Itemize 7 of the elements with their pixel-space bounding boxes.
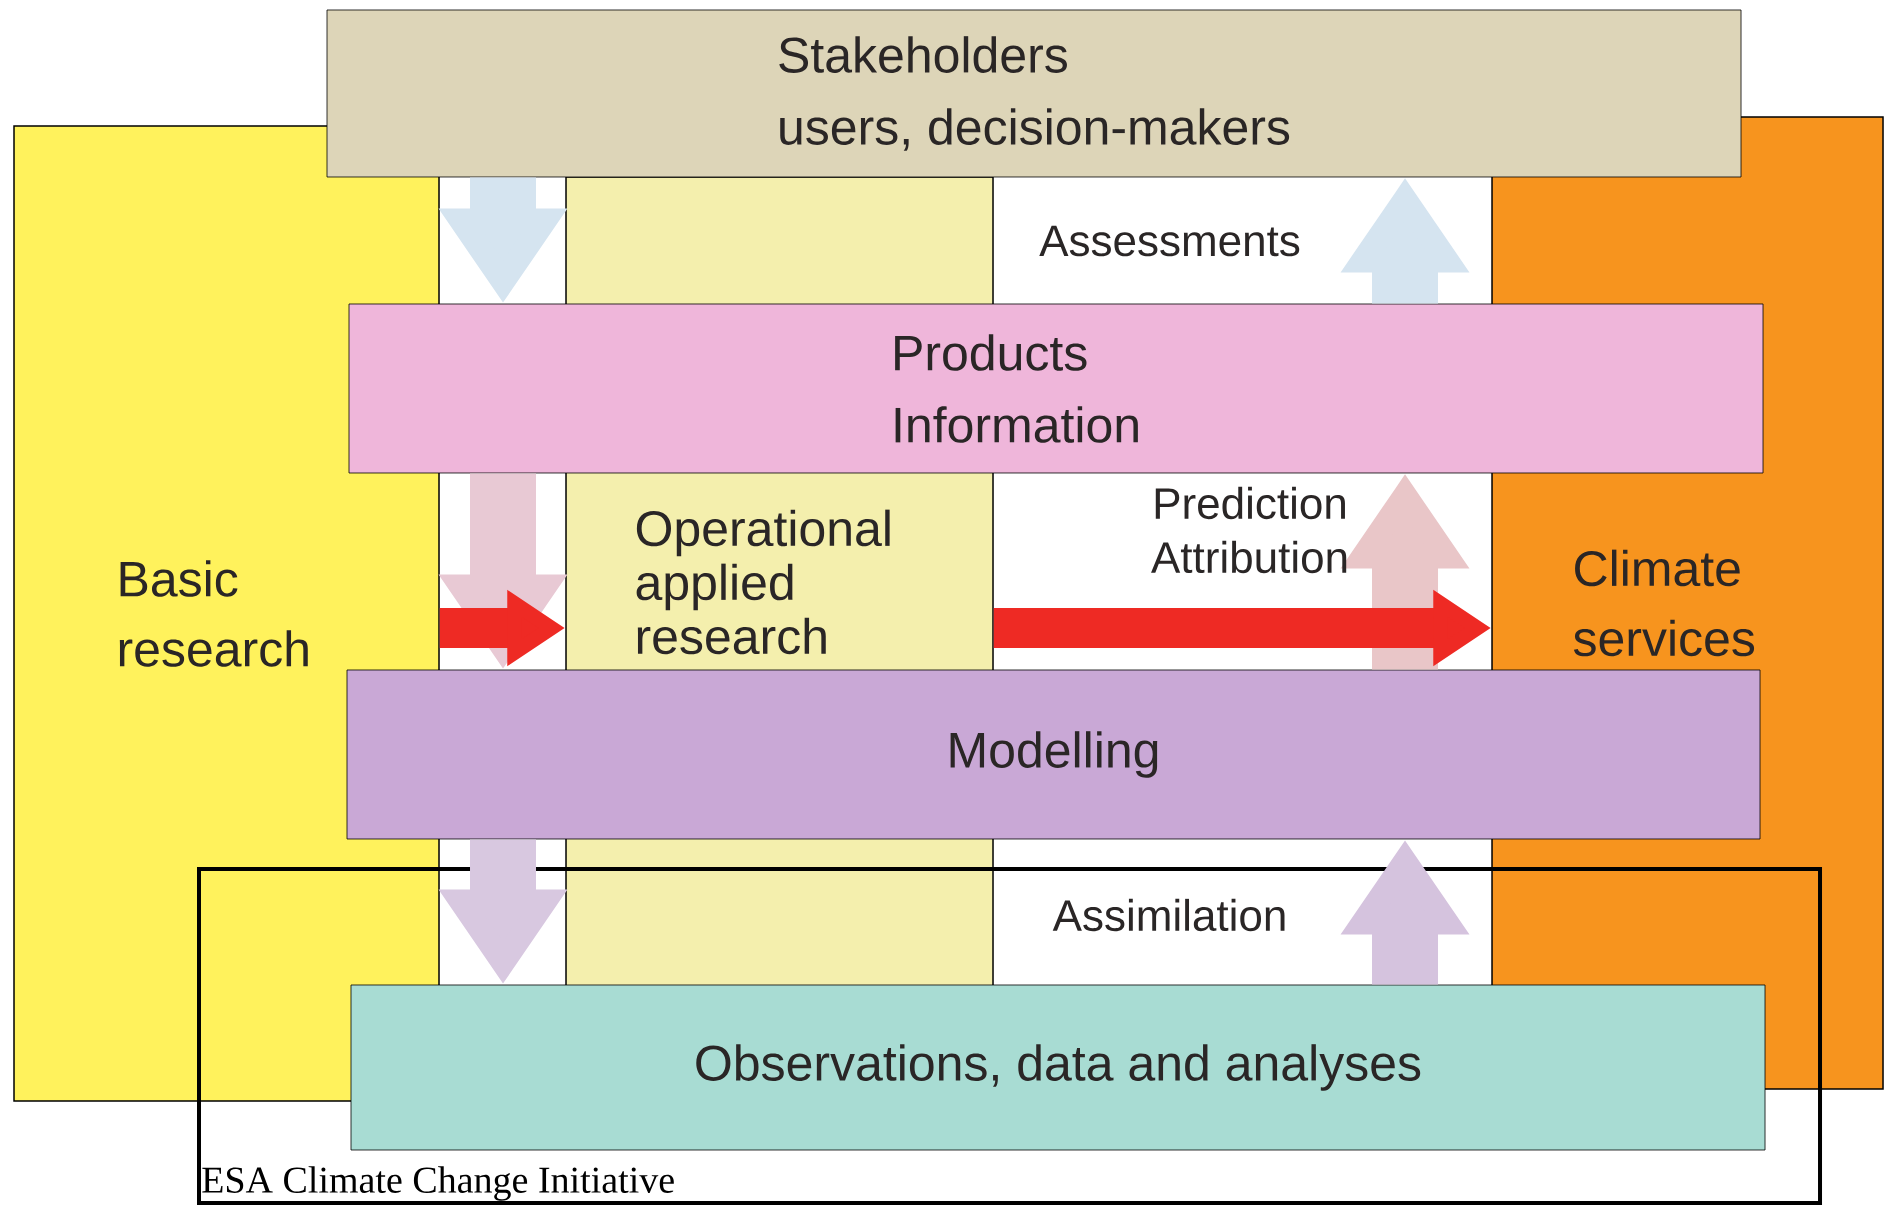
edge-label: Assessments xyxy=(1039,225,1300,257)
edge-label: Assimilation xyxy=(1052,898,1285,932)
layer-band: Products Information xyxy=(348,303,1764,474)
layer-band: Stakeholders users, decision-makers xyxy=(326,9,1742,178)
edge-label: Prediction Attribution xyxy=(1151,486,1347,574)
layer-band: Observations, data and analyses xyxy=(350,984,1766,1151)
layer-band: Modelling xyxy=(346,669,1761,840)
